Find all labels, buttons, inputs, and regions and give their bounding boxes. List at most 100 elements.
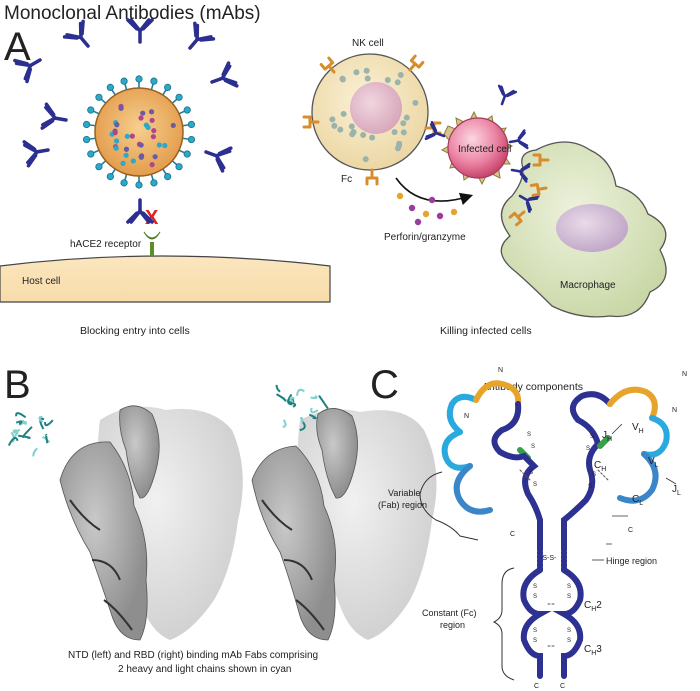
label-variable-2: (Fab) region — [378, 500, 427, 510]
perforin-granule — [429, 197, 435, 203]
fab-ribbon — [276, 394, 285, 401]
virus-rna-dot — [157, 142, 162, 147]
nk-granule — [360, 132, 366, 138]
disulfide-label: S — [533, 584, 537, 590]
nk-granule — [353, 69, 359, 75]
virus-rna-dot — [151, 134, 156, 139]
fab-ribbon — [283, 420, 286, 427]
disulfide-label: S — [533, 638, 537, 644]
label-c-bottom-left: C — [534, 683, 539, 690]
fab-ribbon — [16, 413, 26, 417]
virus-rna-dot — [171, 123, 176, 128]
fab-ribbon — [46, 435, 47, 443]
antibody-icon — [181, 23, 214, 55]
nk-granule — [401, 129, 407, 135]
panel-c-letter: C — [370, 363, 399, 407]
label-variable-1: Variable — [388, 488, 420, 498]
virus-rna-dot — [124, 147, 129, 152]
nk-granule — [363, 156, 369, 162]
caption-blocking: Blocking entry into cells — [80, 325, 190, 337]
nk-cell — [312, 54, 428, 170]
disulfide-label: S — [590, 434, 594, 440]
fab-left — [9, 413, 53, 456]
left-heavy-chain — [494, 404, 540, 548]
fab-ribbon — [277, 385, 281, 392]
caption-b-line1: NTD (left) and RBD (right) binding mAb F… — [68, 650, 318, 661]
antibody-icon — [65, 21, 98, 53]
spike-protein-icon — [83, 135, 96, 143]
nk-granule — [351, 129, 357, 135]
disulfide-label: S — [567, 594, 571, 600]
label-constant-2: region — [440, 620, 465, 630]
virus-rna-dot — [114, 138, 119, 143]
label-n-left2: N — [498, 367, 503, 374]
nk-granule — [369, 135, 375, 141]
label-ch2: CH2 — [584, 600, 602, 613]
virus-rna-dot — [145, 125, 150, 130]
label-n-right2: N — [682, 371, 687, 378]
right-vh-domain — [610, 390, 655, 418]
virus-rna-dot — [113, 130, 118, 135]
nk-granule — [398, 72, 404, 78]
nk-granule — [337, 127, 343, 133]
disulfide-label: S — [592, 472, 596, 478]
nk-granule — [331, 123, 337, 129]
caption-b-line2: 2 heavy and light chains shown in cyan — [118, 664, 291, 675]
virus-rna-dot — [114, 122, 119, 127]
virus-rna-dot — [150, 118, 155, 123]
spike-protein-icon — [136, 176, 142, 188]
virus-rna-dot — [149, 109, 154, 114]
left-light-chain-var — [450, 397, 476, 432]
antibody-icon — [202, 141, 231, 171]
nk-granule — [341, 111, 347, 117]
disulfide-label: S — [527, 432, 531, 438]
fc-left-chain — [523, 570, 540, 676]
virus-rna-dot — [138, 115, 143, 120]
virus-rna-dot — [151, 128, 156, 133]
nk-cell-label: NK cell — [352, 38, 384, 49]
nk-granule — [412, 100, 418, 106]
perforin-granule — [451, 209, 457, 215]
antibody-icon — [208, 63, 237, 93]
nk-granule — [404, 115, 410, 121]
virus-rna-dot — [131, 158, 136, 163]
virus-rna-dot — [139, 154, 144, 159]
label-jl: JL — [672, 484, 681, 497]
antibody-icon — [24, 138, 50, 166]
disulfide-label: S — [567, 628, 571, 634]
perforin-granule — [409, 205, 415, 211]
virus-rna-dot — [162, 143, 167, 148]
macrophage-label: Macrophage — [560, 280, 616, 291]
disulfide-label: S — [567, 584, 571, 590]
antibody-icon — [42, 104, 68, 132]
label-c-left: C — [510, 531, 515, 538]
hace2-label: hACE2 receptor — [70, 239, 142, 250]
fab-ribbon — [319, 396, 327, 408]
virus-rna-dot — [124, 153, 129, 158]
disulfide-label: S — [567, 638, 571, 644]
right-light-chain-var — [644, 418, 667, 455]
fab-ribbon — [45, 420, 53, 425]
label-n-left: N — [464, 413, 469, 420]
perforin-label: Perforin/granzyme — [384, 232, 466, 243]
nk-granule — [340, 77, 346, 83]
nk-granule — [364, 68, 370, 74]
fab-ribbon — [23, 427, 32, 437]
label-c-bottom-right: C — [560, 683, 565, 690]
nk-granule — [396, 143, 402, 149]
host-cell-label: Host cell — [22, 276, 60, 287]
caption-killing: Killing infected cells — [440, 325, 532, 337]
perforin-granule — [415, 219, 421, 225]
nk-granule — [395, 79, 401, 85]
label-hinge: Hinge region — [606, 556, 657, 566]
nk-granule — [349, 123, 355, 129]
disulfide-label: S — [586, 446, 590, 452]
virus-rna-dot — [125, 134, 130, 139]
infected-cell-label: Infected cell — [458, 144, 511, 155]
label-ss: -S-S- — [540, 555, 557, 562]
left-light-chain-var2 — [445, 432, 470, 468]
nk-granule — [400, 120, 406, 126]
nk-granule — [385, 77, 391, 83]
virus-rna-dot — [114, 146, 119, 151]
